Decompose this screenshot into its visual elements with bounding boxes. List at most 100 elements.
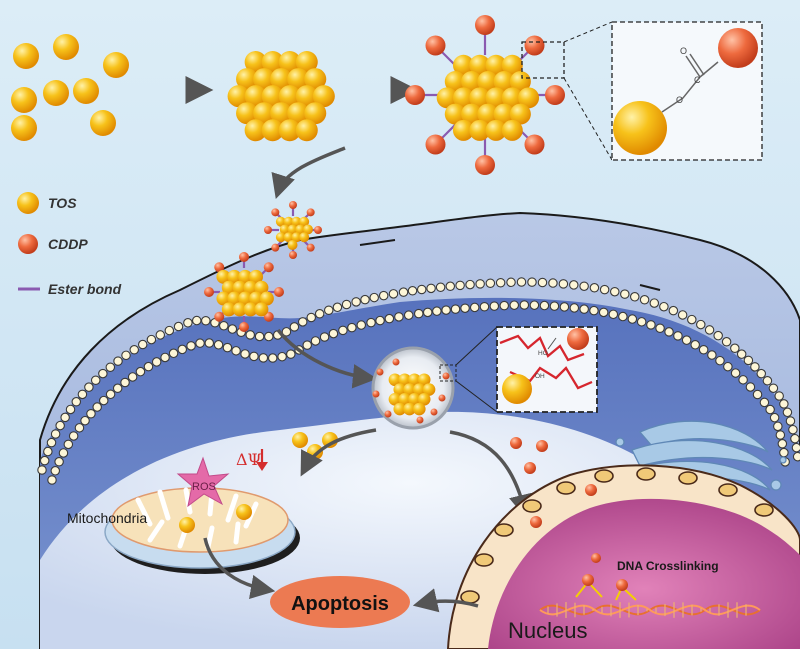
tos-molecule bbox=[403, 402, 416, 416]
tos-molecule bbox=[249, 269, 264, 284]
tos-molecule bbox=[249, 291, 264, 306]
cddp-molecule bbox=[545, 85, 565, 105]
tos-molecule bbox=[232, 280, 247, 295]
tos-molecule bbox=[73, 78, 99, 104]
chem-ho-label: HO bbox=[538, 350, 548, 357]
tos-molecule bbox=[469, 54, 491, 76]
tos-molecule bbox=[452, 87, 474, 109]
nuclear-pores bbox=[460, 467, 774, 604]
membrane-dash bbox=[639, 284, 661, 291]
tos-molecule bbox=[398, 373, 411, 387]
tos-molecule bbox=[452, 119, 474, 141]
tos-molecule bbox=[244, 119, 267, 142]
apoptosis-label: Apoptosis bbox=[291, 593, 389, 615]
tos-molecule bbox=[254, 280, 269, 295]
tos-molecule bbox=[90, 110, 116, 136]
nuclear-pore bbox=[594, 469, 614, 483]
ester-bond-detail: O C O bbox=[613, 28, 758, 155]
tos-molecule bbox=[436, 87, 458, 109]
cddp-dna-adduct bbox=[616, 579, 628, 591]
tos-molecule bbox=[236, 504, 252, 520]
tos-molecule bbox=[398, 392, 411, 406]
tos-molecule bbox=[518, 87, 540, 109]
tos-released-detail bbox=[502, 374, 532, 404]
nuclear-pore bbox=[556, 481, 576, 495]
cddp-molecule bbox=[530, 516, 542, 528]
tos-molecule bbox=[254, 302, 269, 317]
tos-molecule bbox=[179, 517, 195, 533]
tos-molecule bbox=[393, 383, 407, 396]
cddp-molecule bbox=[239, 322, 249, 332]
tos-molecule bbox=[408, 392, 421, 406]
nanoparticle-in-endosome bbox=[372, 358, 450, 424]
nuclear-pore bbox=[754, 503, 774, 517]
cddp-molecule bbox=[475, 15, 495, 35]
tos-molecule bbox=[11, 115, 37, 141]
tos-nanoparticle bbox=[227, 51, 335, 142]
tos-molecule bbox=[295, 85, 318, 108]
nuclear-pore bbox=[718, 483, 738, 497]
cddp-released-detail bbox=[567, 328, 589, 350]
cddp-molecule bbox=[376, 368, 384, 376]
tos-molecule bbox=[236, 102, 259, 125]
tos-molecule bbox=[278, 85, 301, 108]
tos-molecule bbox=[244, 85, 267, 108]
tos-molecule bbox=[304, 102, 327, 125]
tos-molecule bbox=[501, 119, 523, 141]
chem-carbon-label: C bbox=[694, 75, 701, 85]
tos-molecule bbox=[412, 402, 426, 416]
tos-molecule bbox=[477, 71, 499, 93]
tos-molecule bbox=[43, 80, 69, 106]
lipid-chain bbox=[499, 334, 585, 362]
cddp-molecule bbox=[430, 408, 438, 416]
ros-label: ROS bbox=[192, 481, 216, 493]
cddp-molecule bbox=[416, 416, 424, 424]
cddp-molecule bbox=[306, 208, 315, 217]
tos-molecule bbox=[261, 119, 284, 142]
cddp-molecule bbox=[405, 85, 425, 105]
tos-molecule bbox=[493, 71, 515, 93]
tos-molecule bbox=[485, 119, 507, 141]
tos-molecule bbox=[509, 103, 531, 125]
tos-molecule bbox=[417, 392, 431, 406]
tos-molecule bbox=[216, 291, 231, 306]
cddp-molecule bbox=[264, 226, 272, 234]
cddp-molecule bbox=[536, 440, 548, 452]
cddp-molecule bbox=[524, 134, 545, 155]
tos-molecule bbox=[283, 232, 294, 243]
tos-molecule bbox=[216, 269, 231, 284]
lipid-bilayer bbox=[37, 277, 800, 485]
hydrolysis-detail: HO OH bbox=[496, 326, 598, 413]
tos-molecule bbox=[253, 102, 276, 125]
tos-molecule bbox=[299, 232, 310, 243]
tos-molecule bbox=[501, 54, 523, 76]
zoom-line bbox=[563, 77, 613, 161]
cddp-molecule bbox=[289, 251, 297, 259]
apoptosis-badge bbox=[270, 576, 410, 628]
tos-cddp-nanoparticle bbox=[405, 15, 565, 175]
tos-molecule bbox=[278, 119, 301, 142]
tos-sphere-detail bbox=[613, 101, 667, 155]
cddp-molecule bbox=[274, 287, 284, 297]
tos-molecule bbox=[270, 102, 293, 125]
cddp-molecule bbox=[239, 252, 249, 262]
legend-cddp-icon bbox=[18, 234, 38, 254]
tos-molecule bbox=[287, 224, 298, 235]
zoom-source-box bbox=[521, 41, 565, 79]
chem-oh-label: OH bbox=[535, 373, 545, 380]
tos-molecule bbox=[304, 68, 327, 91]
tos-molecule bbox=[469, 87, 491, 109]
legend-tos-icon bbox=[17, 192, 39, 214]
tos-molecule bbox=[253, 68, 276, 91]
chem-oxygen-label: O bbox=[680, 46, 687, 56]
legend-ester-bond-label: Ester bond bbox=[48, 281, 122, 297]
tos-molecule bbox=[469, 119, 491, 141]
nuclear-pore bbox=[522, 499, 542, 513]
tos-molecule bbox=[261, 51, 284, 74]
tos-molecule bbox=[403, 383, 416, 396]
cddp-molecule bbox=[585, 484, 597, 496]
cddp-molecule bbox=[510, 437, 522, 449]
cddp-molecule bbox=[271, 208, 280, 217]
cddp-molecule bbox=[475, 155, 495, 175]
cddp-molecule bbox=[591, 553, 601, 563]
